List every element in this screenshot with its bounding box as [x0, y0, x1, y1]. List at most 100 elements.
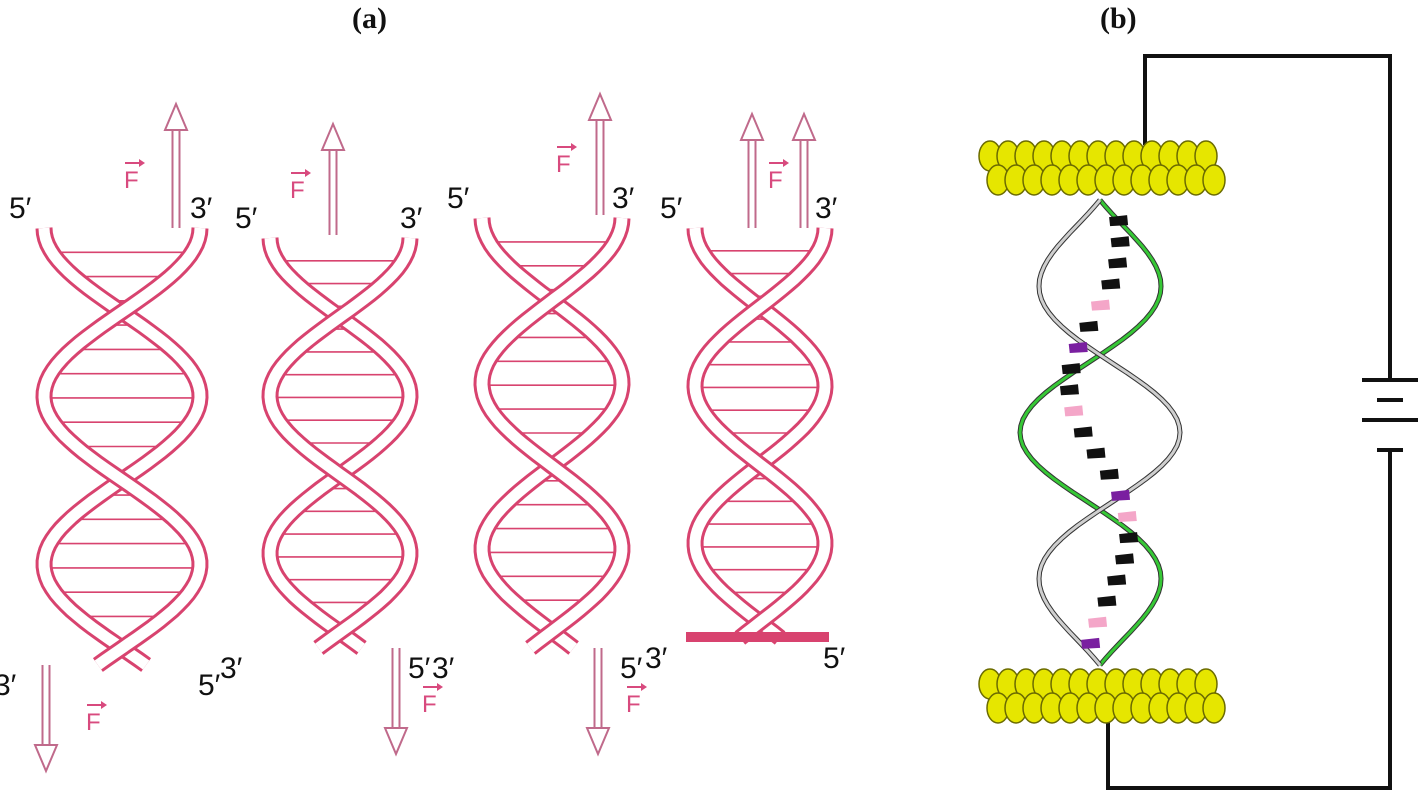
force-label-2-bottom: F [422, 683, 443, 718]
dna-molecule [1017, 198, 1183, 667]
arrow-head [383, 727, 409, 757]
force-symbol: F [86, 709, 101, 736]
arrow-head [791, 111, 817, 141]
force-arrow-down-1 [33, 665, 59, 774]
base [1059, 384, 1079, 396]
backbone-fill [689, 227, 831, 643]
base [1081, 637, 1101, 649]
vector-tip [641, 683, 647, 691]
force-label-4-top: F [768, 159, 789, 194]
helix-4: 5′ 3′ 3′ 5′ [645, 192, 846, 675]
label-5-prime-bottom: 5′ [823, 642, 846, 675]
backbone-fill [38, 227, 206, 670]
force-symbol: F [626, 691, 641, 718]
label-3-prime-top: 3′ [190, 192, 213, 225]
base [1117, 511, 1137, 523]
base [1107, 574, 1127, 586]
backbone-fill [264, 237, 416, 653]
force-label-1-top: F [124, 159, 145, 194]
backbone-fill [476, 217, 628, 653]
force-arrow-up-4b [791, 111, 817, 228]
vector-tip [139, 159, 145, 167]
gold-atom [1202, 164, 1226, 196]
force-symbol: F [422, 691, 437, 718]
label-5-prime-top: 5′ [9, 192, 32, 225]
label-3-prime-top: 3′ [612, 182, 635, 215]
base [1111, 489, 1131, 501]
backbone-strand-1 [1018, 199, 1163, 666]
label-3-prime-bottom: 3′ [432, 652, 455, 685]
force-symbol: F [768, 167, 783, 194]
force-arrow-down-2 [383, 648, 409, 757]
base-pairs [482, 241, 622, 602]
anchor-surface [686, 632, 829, 642]
label-5-prime-bottom: 5′ [620, 652, 643, 685]
force-symbol: F [556, 151, 571, 178]
base [1115, 553, 1135, 565]
base [1110, 236, 1130, 248]
label-5-prime-bottom: 5′ [198, 669, 221, 702]
gold-atom [1202, 692, 1226, 724]
helix-3: 5′ 3′ 3′ 5′ [432, 182, 643, 685]
helix-1: 5′ 3′ 3′ 5′ [0, 192, 221, 702]
label-3-prime-bottom: 3′ [645, 642, 668, 675]
arrow-head [739, 111, 765, 141]
base [1099, 468, 1119, 480]
helix-2: 5′ 3′ 3′ 5′ [220, 202, 431, 685]
force-arrow-up-1 [163, 101, 189, 228]
arrow-head [33, 744, 59, 774]
vector-tip [305, 169, 311, 177]
arrow-head [163, 101, 189, 131]
dna-junction-circuit [978, 54, 1418, 790]
top-electrode [978, 140, 1226, 196]
wire-bottom [1106, 452, 1392, 790]
force-label-3-bottom: F [626, 683, 647, 718]
wire-top [1143, 54, 1392, 378]
vector-tip [571, 143, 577, 151]
label-3-prime-top: 3′ [400, 202, 423, 235]
base [1101, 278, 1121, 290]
force-label-3-top: F [556, 143, 577, 178]
base [1088, 616, 1108, 628]
force-arrow-up-2 [320, 121, 346, 235]
base [1090, 299, 1110, 311]
force-arrow-down-3 [585, 648, 611, 757]
base [1064, 405, 1084, 417]
force-symbol: F [290, 177, 305, 204]
label-5-prime-top: 5′ [235, 202, 258, 235]
base [1109, 215, 1129, 227]
base [1108, 257, 1128, 269]
arrow-head [320, 121, 346, 151]
force-arrow-up-4a [739, 111, 765, 228]
vector-tip [101, 701, 107, 709]
label-5-prime-top: 5′ [447, 182, 470, 215]
label-5-prime-top: 5′ [660, 192, 683, 225]
backbone-fill [476, 217, 628, 653]
label-3-prime-top: 3′ [815, 192, 838, 225]
base [1086, 447, 1106, 459]
base [1068, 341, 1088, 353]
force-label-1-bottom: F [86, 701, 107, 736]
backbone-fill [689, 227, 831, 643]
backbone-fill [264, 237, 416, 653]
label-5-prime-bottom: 5′ [408, 652, 431, 685]
vector-tip [783, 159, 789, 167]
force-label-2-top: F [290, 169, 311, 204]
base [1097, 595, 1117, 607]
base [1073, 426, 1093, 438]
label-3-prime-bottom: 3′ [0, 669, 17, 702]
force-arrow-up-3 [587, 91, 613, 215]
arrow-head [585, 727, 611, 757]
arrow-head [587, 91, 613, 121]
backbone-fill [38, 227, 206, 670]
backbone-strand-2 [1037, 199, 1182, 666]
label-3-prime-bottom: 3′ [220, 652, 243, 685]
base [1079, 320, 1099, 332]
panel-label-b: (b) [1100, 2, 1137, 35]
bottom-electrode [978, 668, 1226, 724]
panel-label-a: (a) [352, 2, 387, 35]
base [1061, 363, 1081, 375]
